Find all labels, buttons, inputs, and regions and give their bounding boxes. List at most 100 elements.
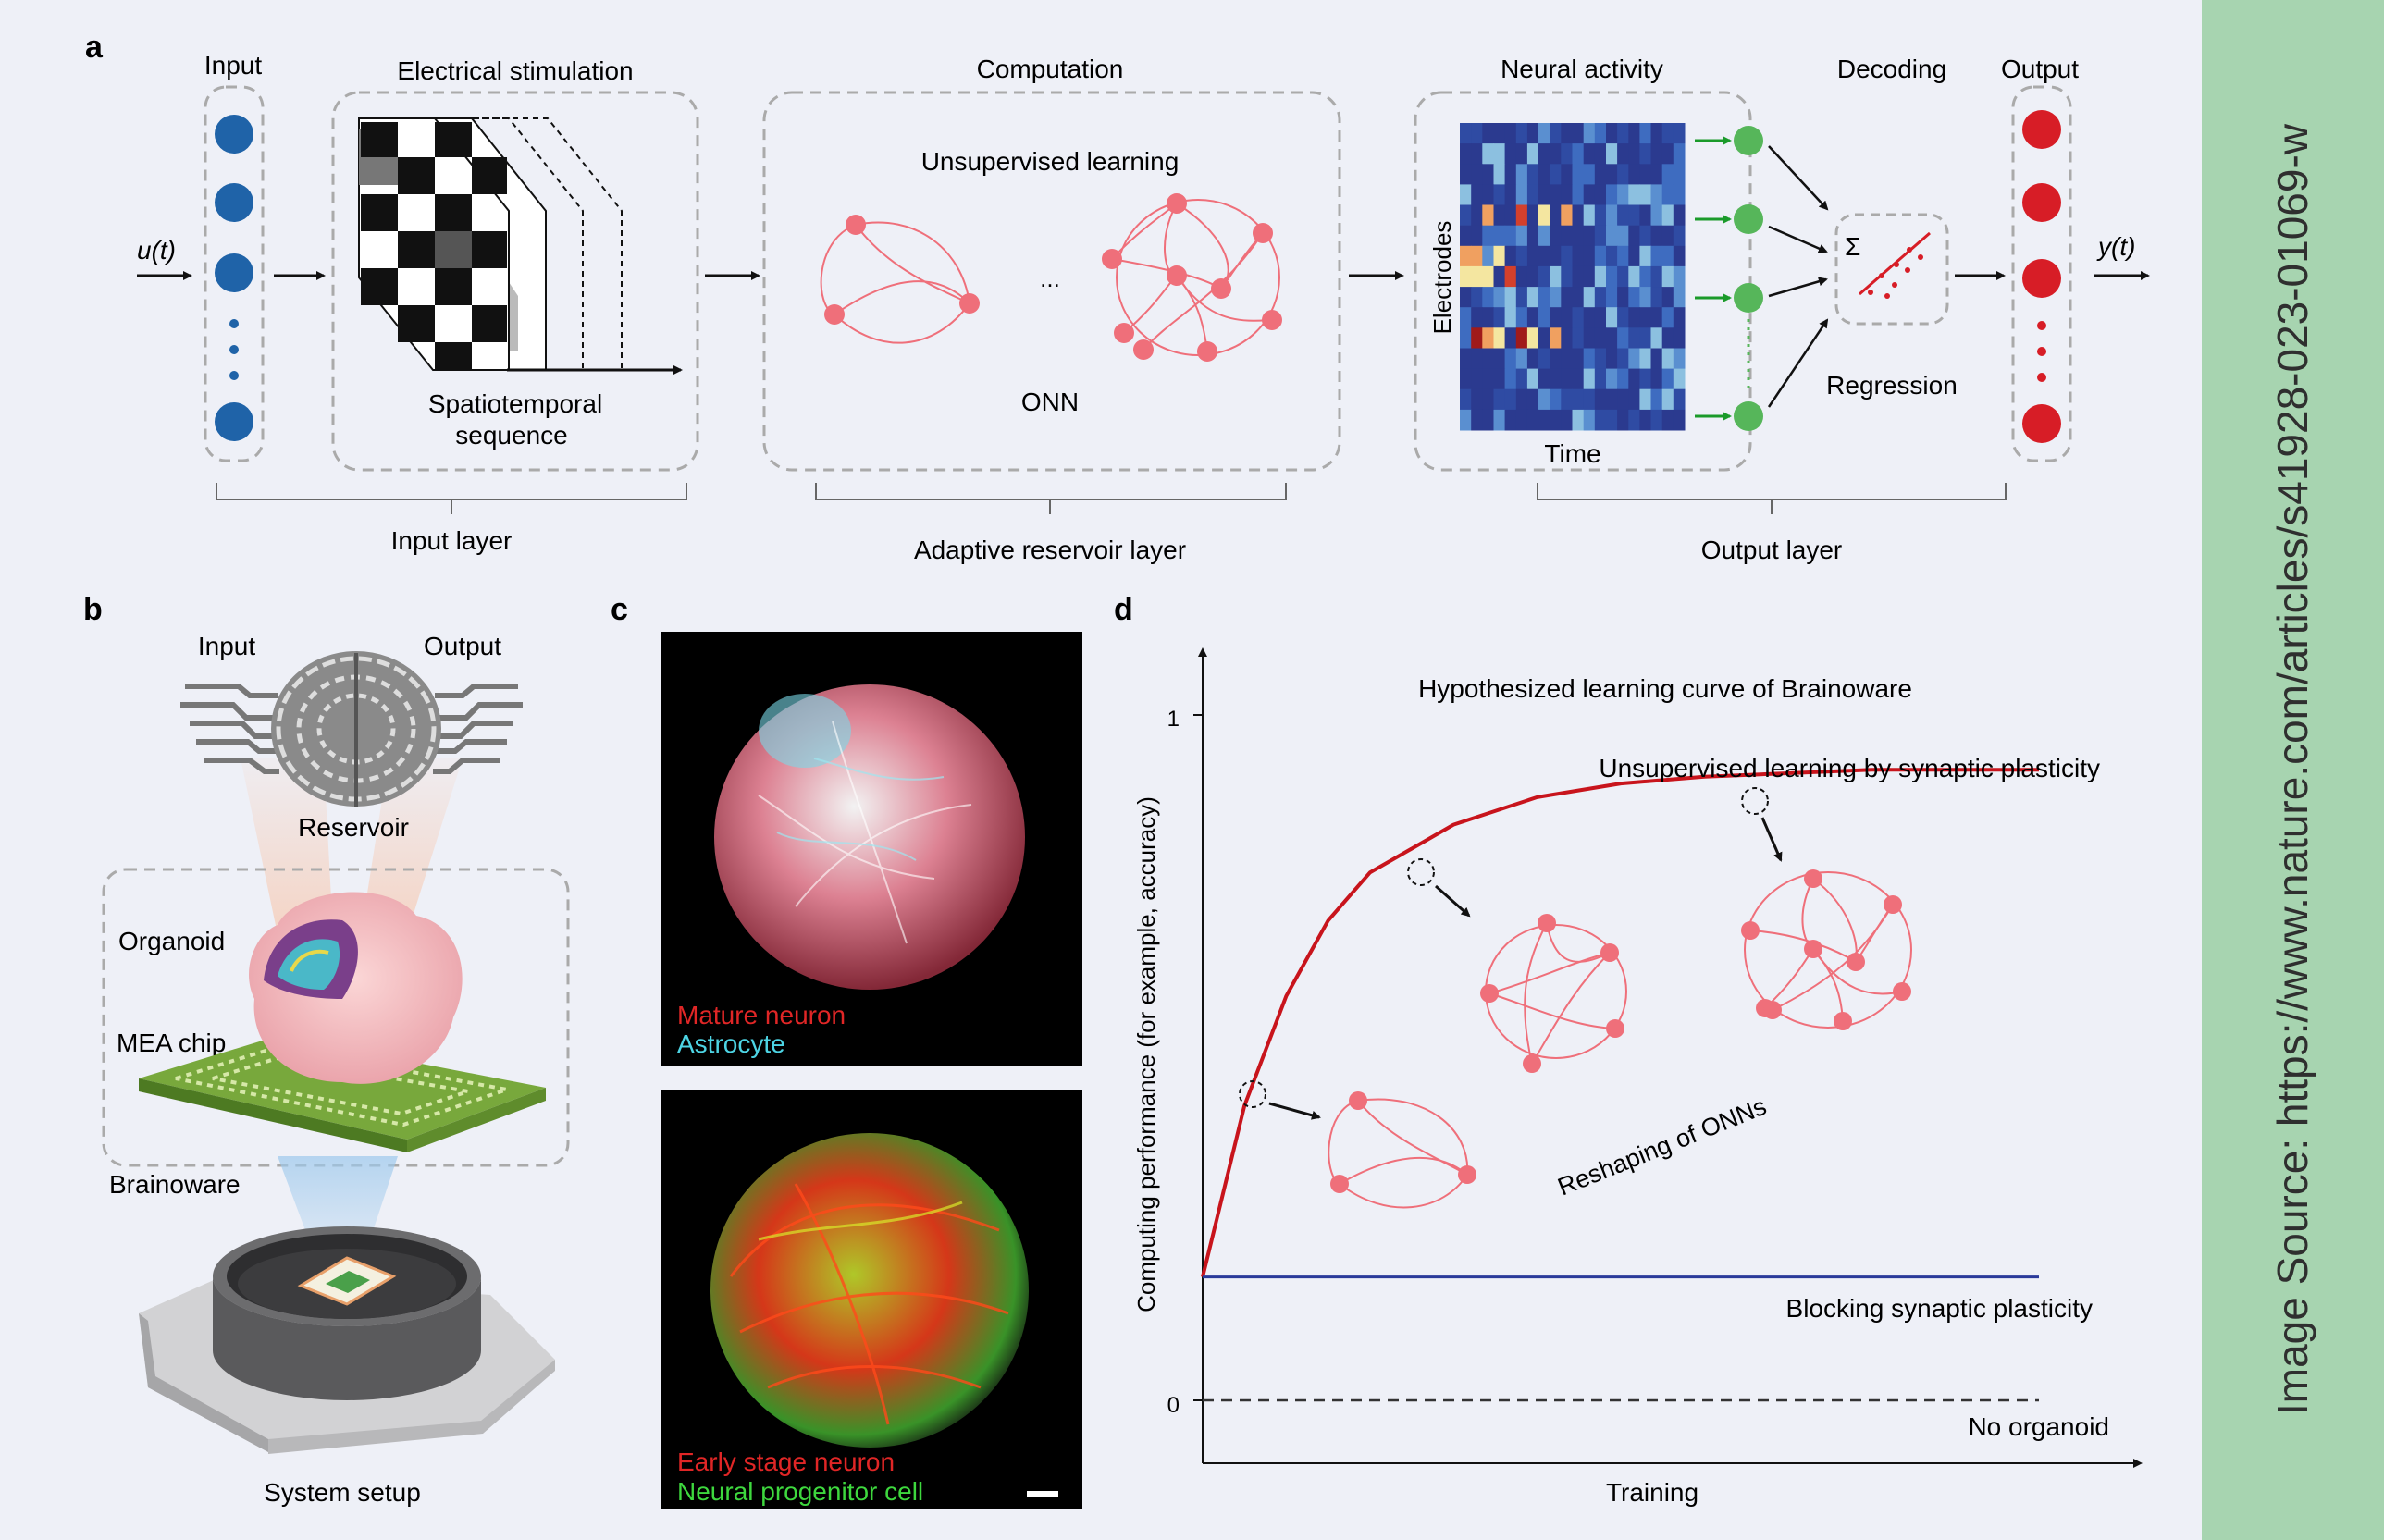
heatmap-cell bbox=[1471, 307, 1483, 328]
heatmap-cell bbox=[1515, 143, 1528, 165]
computation-box bbox=[762, 91, 1341, 472]
heatmap-cell bbox=[1471, 143, 1483, 165]
heatmap-cell bbox=[1650, 368, 1663, 390]
layer-brackets bbox=[216, 483, 2007, 514]
heatmap-cell bbox=[1606, 225, 1618, 247]
heatmap-cell bbox=[1650, 123, 1663, 144]
heatmap-cell bbox=[1673, 123, 1686, 144]
mature-neuron-label: Mature neuron bbox=[677, 1001, 846, 1029]
panel-d: d 1 0 Computing performance (for example… bbox=[1114, 592, 2143, 1507]
mea-chip bbox=[139, 1036, 546, 1152]
heatmap-cell bbox=[1526, 164, 1539, 185]
heatmap-cell bbox=[1550, 388, 1562, 411]
heatmap-cell bbox=[1493, 327, 1506, 349]
heatmap-cell bbox=[1460, 225, 1472, 247]
u-t-label: u(t) bbox=[137, 236, 176, 265]
heatmap-cell bbox=[1650, 245, 1663, 267]
heatmap-cell bbox=[1538, 307, 1550, 328]
heatmap-cell bbox=[1628, 204, 1640, 227]
heatmap-cell bbox=[1526, 265, 1539, 288]
heatmap-cell bbox=[1617, 143, 1629, 165]
heatmap-cell bbox=[1617, 204, 1629, 227]
heatmap-cell bbox=[1550, 327, 1562, 349]
heatmap-cell bbox=[1639, 225, 1652, 247]
heatmap-cell bbox=[1538, 184, 1550, 205]
heatmap-cell bbox=[1628, 348, 1640, 370]
heatmap-cell bbox=[1538, 204, 1550, 227]
input-layer-label: Input layer bbox=[391, 526, 513, 555]
onn-stage-2 bbox=[1480, 914, 1627, 1073]
heatmap-cell bbox=[1538, 123, 1550, 144]
heatmap-cell bbox=[1661, 164, 1674, 185]
heatmap-cell bbox=[1606, 204, 1618, 227]
stimulation-box bbox=[331, 91, 699, 472]
panel-d-letter: d bbox=[1114, 592, 1133, 627]
figure-canvas: a Input u(t) Electrical stimulation bbox=[83, 30, 2150, 1509]
heatmap-cell bbox=[1628, 225, 1640, 247]
onn-stage-1 bbox=[1328, 1091, 1476, 1209]
heatmap-cell bbox=[1628, 143, 1640, 165]
organoid-label: Organoid bbox=[118, 927, 225, 955]
electrical-stimulation-heading: Electrical stimulation bbox=[397, 56, 633, 85]
panel-a: a Input u(t) Electrical stimulation bbox=[85, 30, 2150, 564]
heatmap-cell bbox=[1482, 143, 1494, 165]
heatmap-cell bbox=[1639, 265, 1652, 288]
astrocyte-label: Astrocyte bbox=[677, 1029, 785, 1058]
image-source-sidebar: Image Source: https://www.nature.com/art… bbox=[2202, 0, 2384, 1540]
x-axis-label: Training bbox=[1606, 1478, 1698, 1507]
heatmap-cell bbox=[1594, 123, 1607, 144]
heatmap-cell bbox=[1561, 245, 1573, 267]
blue-series-label: Blocking synaptic plasticity bbox=[1786, 1294, 2093, 1323]
heatmap-cell bbox=[1493, 265, 1506, 288]
heatmap-cell bbox=[1617, 409, 1629, 431]
heatmap-cell bbox=[1538, 225, 1550, 247]
heatmap-cell bbox=[1504, 143, 1517, 165]
heatmap-cell bbox=[1639, 204, 1652, 227]
heatmap-cell bbox=[1639, 388, 1652, 411]
heatmap-cell bbox=[1482, 388, 1494, 411]
heatmap-cell bbox=[1606, 245, 1618, 267]
system-setup-device bbox=[139, 1226, 555, 1454]
heatmap-cell bbox=[1628, 184, 1640, 205]
heatmap-cell bbox=[1526, 368, 1539, 390]
heatmap-cell bbox=[1482, 307, 1494, 328]
light-beam bbox=[241, 758, 333, 934]
heatmap-cell bbox=[1493, 164, 1506, 185]
heatmap-cell bbox=[1504, 225, 1517, 247]
heatmap-cell bbox=[1504, 204, 1517, 227]
heatmap-cell bbox=[1650, 164, 1663, 185]
heatmap-cell bbox=[1650, 184, 1663, 205]
ellipsis-dot bbox=[229, 345, 239, 354]
image-source-text: Image Source: https://www.nature.com/art… bbox=[2268, 123, 2316, 1416]
heatmap-cell bbox=[1661, 184, 1674, 205]
heatmap-cell bbox=[1550, 368, 1562, 390]
input-heading: Input bbox=[204, 51, 262, 80]
dashed-series-label: No organoid bbox=[1968, 1412, 2109, 1441]
heatmap-cell bbox=[1606, 409, 1618, 431]
heatmap-cell bbox=[1639, 164, 1652, 185]
heatmap-cell bbox=[1482, 245, 1494, 267]
heatmap-cell bbox=[1482, 287, 1494, 308]
y-axis-label: Computing performance (for example, accu… bbox=[1132, 796, 1160, 1312]
heatmap-cell bbox=[1561, 123, 1573, 144]
heatmap-cell bbox=[1628, 245, 1640, 267]
heatmap-cell bbox=[1673, 287, 1686, 308]
heatmap-cell bbox=[1515, 348, 1528, 370]
output-layer-label: Output layer bbox=[1701, 536, 1843, 564]
heatmap-cell bbox=[1583, 307, 1596, 328]
heatmap-cell bbox=[1661, 368, 1674, 390]
heatmap-cell bbox=[1594, 164, 1607, 185]
organoid-model bbox=[249, 892, 463, 1084]
heatmap-cell bbox=[1515, 225, 1528, 247]
heatmap-cell bbox=[1493, 287, 1506, 308]
heatmap-cell bbox=[1617, 287, 1629, 308]
heatmap-cell bbox=[1482, 265, 1494, 288]
heatmap-cell bbox=[1617, 348, 1629, 370]
heatmap-cell bbox=[1561, 287, 1573, 308]
heatmap-cell bbox=[1538, 327, 1550, 349]
output-heading: Output bbox=[2001, 55, 2079, 83]
heatmap-cell bbox=[1460, 265, 1472, 288]
onn-large bbox=[1102, 193, 1282, 362]
y-t-label: y(t) bbox=[2096, 232, 2135, 261]
heatmap-cell bbox=[1493, 123, 1506, 144]
